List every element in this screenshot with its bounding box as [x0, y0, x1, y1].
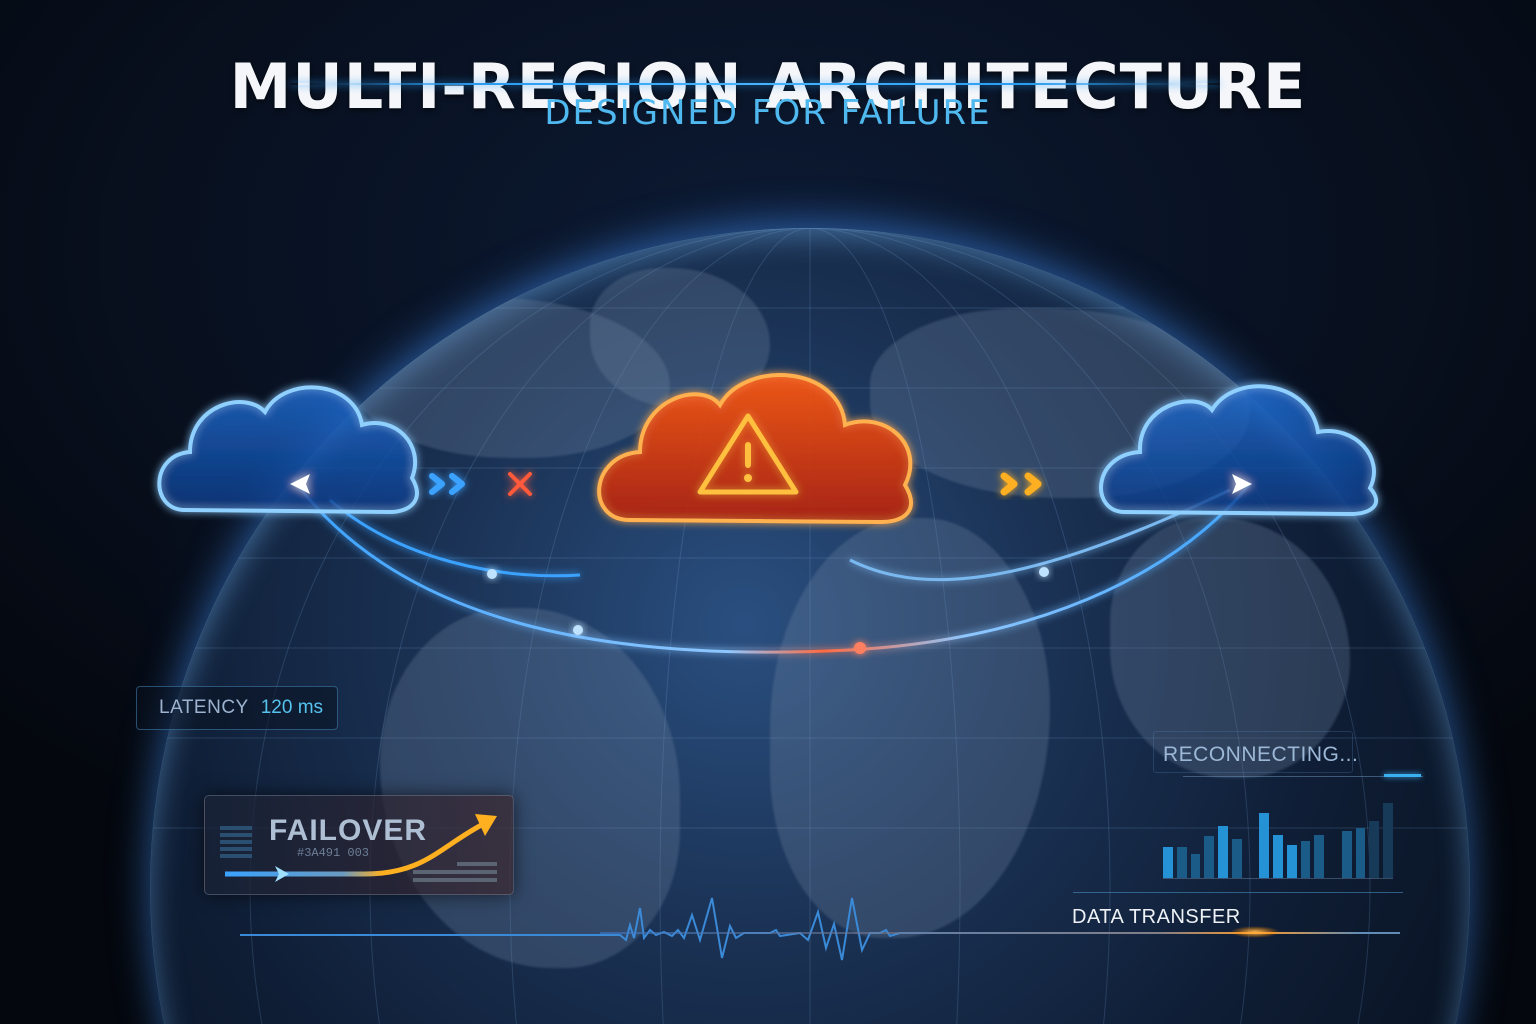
node-dot	[573, 625, 583, 635]
failover-arc-right	[849, 488, 1231, 582]
failover-label: FAILOVER	[269, 814, 428, 847]
chart-bar	[1341, 831, 1352, 878]
south-america-shape	[380, 608, 680, 968]
chart-bar	[1204, 836, 1215, 878]
x-icon	[508, 472, 532, 496]
chart-bar	[1176, 846, 1187, 878]
left-region-cloud-icon[interactable]	[157, 385, 419, 515]
latency-panel: LATENCY 120 ms	[136, 686, 338, 730]
chart-bar	[1231, 838, 1242, 878]
double-chevron-right-icon	[1000, 472, 1042, 496]
warning-exclamation	[745, 442, 751, 468]
right-region-cloud-icon[interactable]	[1099, 384, 1379, 517]
latency-value: 120 ms	[260, 697, 324, 718]
progress-indicator	[1384, 774, 1421, 777]
double-chevron-right-icon	[429, 473, 465, 495]
africa-shape	[770, 518, 1050, 938]
data-transfer-divider	[1073, 892, 1403, 893]
chart-bar	[1300, 840, 1311, 878]
chart-bar	[1273, 835, 1283, 878]
chart-bar	[1163, 846, 1173, 878]
globe	[150, 228, 1470, 1024]
failover-arc-left	[329, 498, 581, 578]
throughput-bar-chart	[1163, 791, 1394, 879]
chart-bar	[1259, 812, 1270, 878]
failover-code: #3A491 003	[297, 846, 370, 860]
list-icon	[220, 826, 252, 861]
center-region-failed-cloud-icon[interactable]	[597, 373, 913, 525]
chart-bar	[1190, 853, 1201, 878]
reconnecting-panel: RECONNECTING...	[1153, 731, 1423, 881]
chart-bar	[1218, 825, 1228, 878]
node-dot	[1039, 567, 1049, 577]
data-transfer-label: DATA TRANSFER	[1072, 906, 1241, 928]
asia-shape	[1110, 518, 1350, 778]
reconnecting-label: RECONNECTING...	[1163, 743, 1359, 766]
page-title: MULTI-REGION ARCHITECTURE	[229, 50, 1307, 123]
failover-arrow-icon	[225, 814, 497, 882]
north-america-shape	[350, 298, 670, 458]
data-transfer-line	[600, 932, 1400, 934]
bars-icon	[413, 862, 497, 886]
failover-arc-outer	[298, 483, 1252, 654]
chart-bar	[1369, 820, 1380, 878]
chart-bar	[1314, 834, 1325, 878]
page-subtitle: DESIGNED FOR FAILURE	[544, 93, 992, 133]
heartbeat-line	[240, 897, 1400, 961]
progress-track	[1183, 776, 1423, 777]
title-block: MULTI-REGION ARCHITECTURE	[0, 50, 1536, 123]
reconnecting-frame	[1153, 731, 1353, 773]
warning-icon	[697, 413, 799, 495]
title-divider	[290, 83, 1220, 85]
node-dot	[487, 569, 497, 579]
latency-label: LATENCY	[159, 697, 249, 718]
failover-panel[interactable]: FAILOVER #3A491 003	[204, 795, 514, 895]
chart-bar	[1383, 803, 1394, 878]
node-dot	[854, 642, 866, 654]
chart-bar	[1355, 827, 1366, 878]
data-transfer-glow	[1230, 926, 1280, 938]
chart-bar	[1286, 844, 1297, 878]
